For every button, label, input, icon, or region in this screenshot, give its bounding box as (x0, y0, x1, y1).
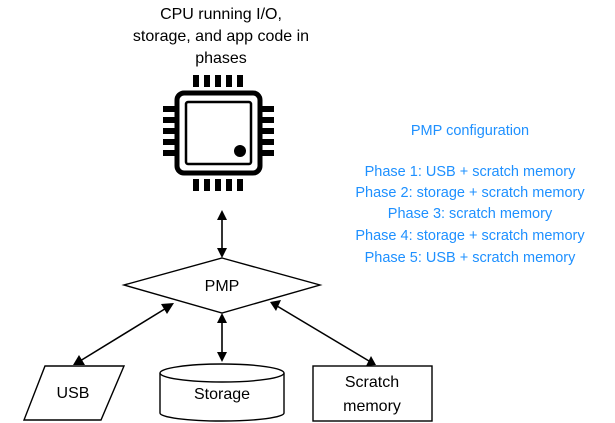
storage-label: Storage (194, 386, 250, 403)
pmp-config-panel: PMP configuration Phase 1: USB + scratch… (355, 123, 585, 266)
cpu-chip-icon (163, 75, 274, 191)
pmp-node: PMP (121, 257, 323, 314)
pmp-label: PMP (205, 278, 240, 295)
config-phase-2: Phase 2: storage + scratch memory (355, 185, 585, 201)
cpu-caption-line-1: CPU running I/O, (160, 6, 282, 23)
scratch-memory-node: Scratch memory (312, 365, 433, 422)
scratch-label-line-2: memory (343, 398, 401, 415)
cpu-caption-line-2: storage, and app code in (133, 28, 309, 45)
config-phase-3: Phase 3: scratch memory (388, 206, 553, 222)
config-phase-1: Phase 1: USB + scratch memory (365, 164, 576, 180)
usb-node: USB (22, 365, 126, 421)
usb-label: USB (57, 385, 90, 402)
connector-pmp-scratch (270, 300, 376, 366)
config-title: PMP configuration (411, 123, 529, 139)
connector-pmp-storage (217, 313, 227, 362)
config-phase-4: Phase 4: storage + scratch memory (355, 228, 585, 244)
connector-cpu-pmp (217, 210, 227, 258)
cpu-caption-line-3: phases (195, 50, 247, 67)
connector-pmp-usb (73, 303, 174, 365)
config-phase-5: Phase 5: USB + scratch memory (365, 250, 576, 266)
storage-node: Storage (159, 363, 285, 422)
scratch-label-line-1: Scratch (345, 374, 399, 391)
